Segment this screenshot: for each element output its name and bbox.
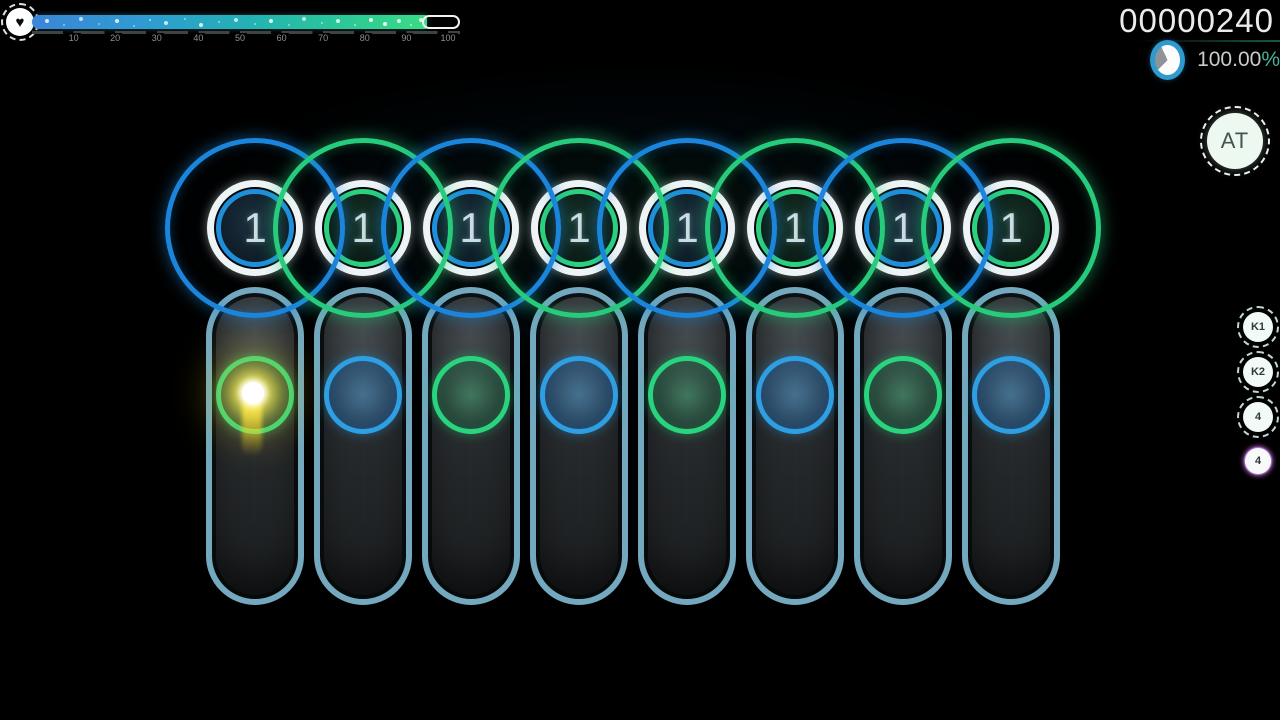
hit-circle-inner: 1 [432,189,510,267]
lane-column [638,287,736,605]
health-tick-label: 100 [438,33,458,43]
accuracy-value: 100.00% [1197,48,1280,72]
health-sparkles [32,15,34,17]
hit-circle-inner: 1 [648,189,726,267]
combo-number: 1 [351,204,375,251]
hit-circle[interactable]: 1 [315,180,411,276]
score-counter: 00000240 [1119,2,1274,39]
health-scale-dashes [32,31,460,34]
lane-receptor[interactable] [324,356,402,434]
key-counter: K2 [1237,351,1279,393]
lane-receptor[interactable] [756,356,834,434]
hit-circle-inner: 1 [864,189,942,267]
health-tick-label: 80 [357,33,372,43]
score-underline [1136,40,1280,42]
lane-receptor[interactable] [540,356,618,434]
key-counter-pressed: 4 [1245,448,1271,474]
lane-column [422,287,520,605]
combo-number: 1 [891,204,915,251]
health-endcap-outline [422,15,460,29]
hit-circle[interactable]: 1 [855,180,951,276]
hit-circle-inner: 1 [216,189,294,267]
hit-circle[interactable]: 1 [963,180,1059,276]
health-tick-label: 50 [232,33,248,43]
health-tick-label: 40 [191,33,206,43]
accuracy-display: 100.00% [1150,40,1280,80]
health-tick-label: 20 [108,33,123,43]
hit-circle-inner: 1 [972,189,1050,267]
accuracy-number: 100.00 [1197,48,1262,71]
health-fill [32,15,427,29]
combo-number: 1 [783,204,807,251]
lane-column [962,287,1060,605]
lane-column [314,287,412,605]
hit-circle-inner: 1 [324,189,402,267]
lane-receptor[interactable] [648,356,726,434]
health-heart-badge: ♥ [1,3,39,41]
heart-glyph: ♥ [15,13,25,31]
lane-receptor[interactable] [972,356,1050,434]
hit-burst-tail [242,398,262,456]
health-tick-label: 30 [149,33,164,43]
accuracy-pie-icon [1150,40,1186,80]
lane-column [530,287,628,605]
hit-circle[interactable]: 1 [747,180,843,276]
combo-number: 1 [459,204,483,251]
heart-icon: ♥ [6,8,34,36]
key-counter-label: K2 [1243,357,1273,387]
key-counter-label: K1 [1243,312,1273,342]
health-track [32,15,460,29]
hit-circle[interactable]: 1 [639,180,735,276]
combo-number: 1 [999,204,1023,251]
hit-circle-inner: 1 [540,189,618,267]
mod-badge-label: AT [1207,113,1263,169]
mod-badge-autopilot: AT [1200,106,1270,176]
combo-number: 1 [675,204,699,251]
hit-circle[interactable]: 1 [423,180,519,276]
hit-burst-core [242,382,264,404]
hit-circle[interactable]: 1 [207,180,303,276]
combo-number: 1 [567,204,591,251]
lane-column [746,287,844,605]
lane-receptor[interactable] [432,356,510,434]
health-tick-label: 60 [274,33,289,43]
lane-receptor[interactable] [864,356,942,434]
health-tick-label: 90 [399,33,414,43]
lane-column [854,287,952,605]
hit-circle[interactable]: 1 [531,180,627,276]
health-tick-label: 70 [316,33,331,43]
hit-circle-inner: 1 [756,189,834,267]
key-counter-label: 4 [1243,402,1273,432]
percent-sign: % [1261,48,1280,71]
key-counter: 4 [1237,396,1279,438]
key-counter: K1 [1237,306,1279,348]
health-tick-label: 10 [66,33,81,43]
combo-number: 1 [243,204,267,251]
